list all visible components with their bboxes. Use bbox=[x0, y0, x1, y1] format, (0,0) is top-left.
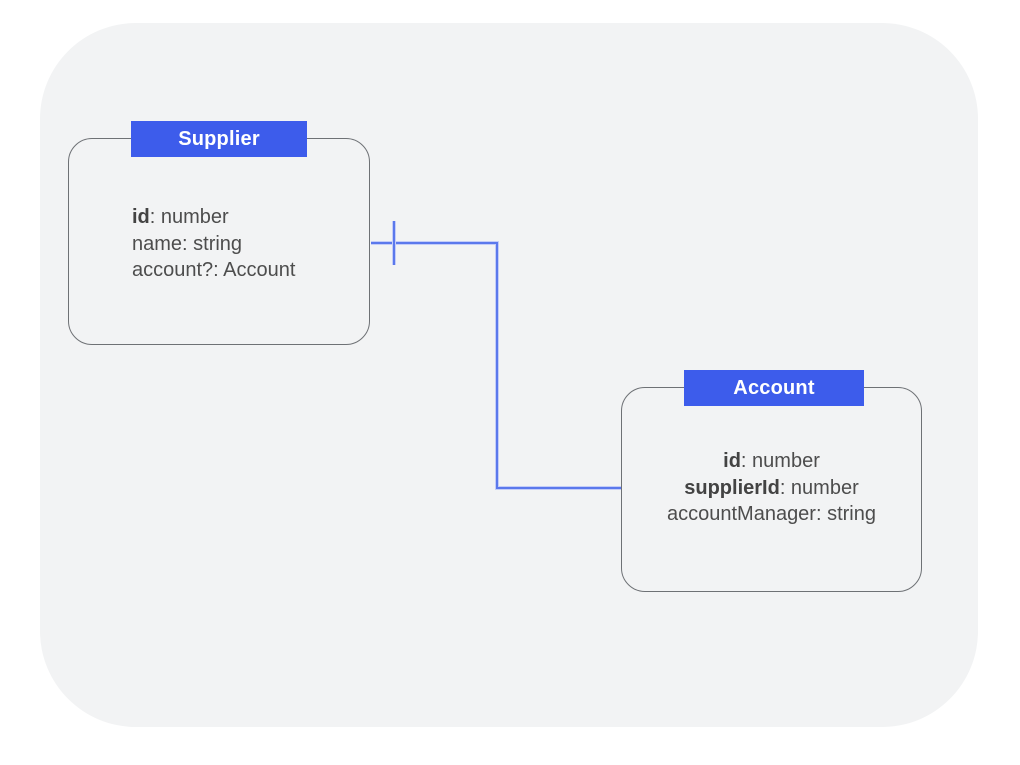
supplier-title: Supplier bbox=[178, 127, 260, 150]
entity-account-header: Account bbox=[684, 370, 864, 406]
account-title: Account bbox=[733, 376, 815, 399]
field-type: account?: Account bbox=[132, 259, 296, 281]
field-key: id bbox=[723, 450, 741, 472]
field-type: : number bbox=[740, 450, 820, 472]
entity-account-fields: id: number supplierId: number accountMan… bbox=[621, 448, 922, 528]
field-row: accountManager: string bbox=[621, 501, 922, 528]
field-row: id: number bbox=[621, 448, 922, 475]
field-key: supplierId bbox=[684, 476, 780, 499]
field-row: name: string bbox=[132, 231, 295, 258]
entity-supplier-fields: id: number name: string account?: Accoun… bbox=[132, 204, 295, 284]
field-row: id: number bbox=[132, 204, 295, 231]
field-type: accountManager: string bbox=[666, 503, 876, 525]
field-type: : number bbox=[149, 206, 229, 228]
field-type: name: string bbox=[132, 232, 243, 255]
field-row: supplierId: number bbox=[621, 475, 922, 502]
field-key: id bbox=[132, 206, 150, 228]
field-type: : number bbox=[779, 476, 859, 499]
entity-supplier-header: Supplier bbox=[131, 121, 307, 157]
field-row: account?: Account bbox=[132, 257, 295, 284]
